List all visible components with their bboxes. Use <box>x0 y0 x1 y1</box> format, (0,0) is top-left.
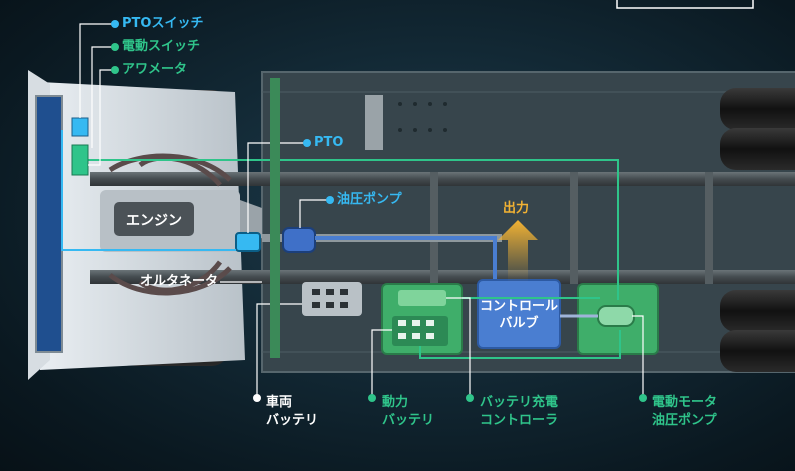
legend-box <box>616 0 754 9</box>
power-battery-label-line2: バッテリ <box>382 413 435 428</box>
pto-unit <box>235 232 261 252</box>
vehicle-battery-label-line2: バッテリ <box>266 413 319 428</box>
electric-motor-pump-label: 電動モータ 油圧ポンプ <box>652 394 717 430</box>
motor-pump <box>597 305 635 327</box>
vehicle-battery-label: 車両 バッテリ <box>266 394 318 430</box>
pto-switch-label: PTOスイッチ <box>122 16 204 31</box>
engine-label: エンジン <box>126 213 182 229</box>
battery-charge-controller-label-line1: バッテリ充電 <box>480 395 559 410</box>
electric-motor-pump-label-line2: 油圧ポンプ <box>652 413 717 428</box>
control-valve-label-line1: コントロール <box>479 299 558 314</box>
control-valve-label-line2: バルブ <box>499 316 539 331</box>
control-valve-label: コントロール バルブ <box>470 298 568 332</box>
vehicle-battery <box>302 282 362 316</box>
output-label: 出力 <box>503 201 530 216</box>
hydraulic-pump <box>282 227 316 253</box>
vehicle-battery-label-line1: 車両 <box>266 395 293 410</box>
hydraulic-pump-label: 油圧ポンプ <box>337 192 402 207</box>
power-battery-label-line1: 動力 <box>382 395 409 410</box>
output-arrow <box>498 220 538 282</box>
engine-label-bg <box>114 202 194 236</box>
electric-switch-device <box>71 144 89 176</box>
power-battery-label: 動力 バッテリ <box>382 394 434 430</box>
frame-rail-top <box>90 172 795 186</box>
charge-controller <box>398 290 446 306</box>
electric-switch-label: 電動スイッチ <box>122 39 201 54</box>
windshield <box>35 95 63 353</box>
pto-label: PTO <box>314 135 344 150</box>
ammeter-label: アワメータ <box>122 62 188 77</box>
battery-charge-controller-label: バッテリ充電 コントローラ <box>480 394 558 430</box>
pto-switch-device <box>71 117 89 137</box>
alternator-label: オルタネータ <box>140 274 219 289</box>
battery-charge-controller-label-line2: コントローラ <box>480 413 559 428</box>
electric-motor-pump-label-line1: 電動モータ <box>652 395 718 410</box>
